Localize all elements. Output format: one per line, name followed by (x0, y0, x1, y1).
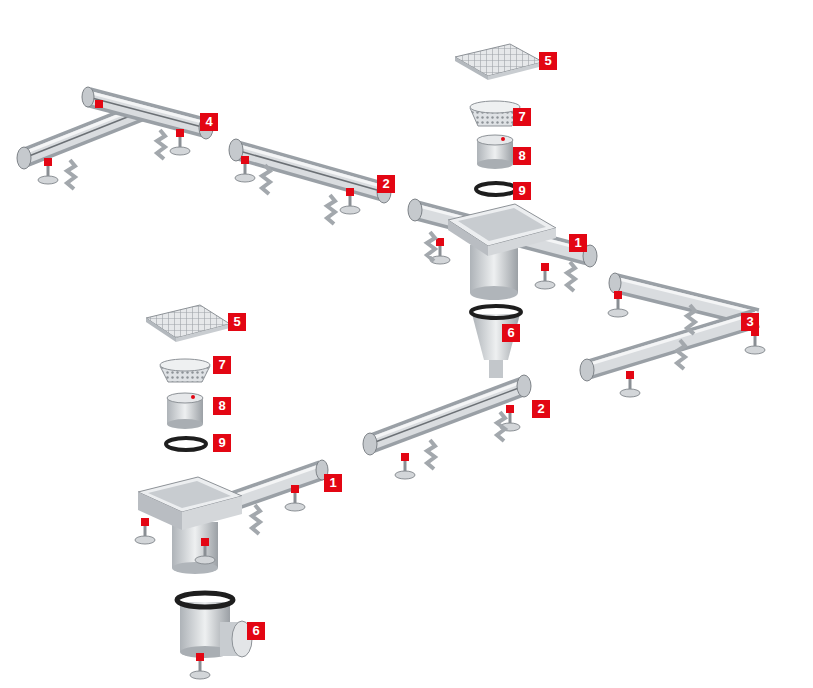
callout-number: 7 (213, 356, 231, 374)
callout-number: 9 (213, 434, 231, 452)
channel-with-sump (408, 199, 597, 300)
t-channel (17, 87, 213, 189)
callout-number: 1 (324, 474, 342, 492)
corner-channel (580, 273, 765, 397)
callout-number: 1 (569, 234, 587, 252)
straight-channel (229, 139, 391, 224)
callout-number: 2 (377, 175, 395, 193)
basket (160, 359, 210, 382)
grate (146, 305, 230, 342)
callout-number: 5 (228, 313, 246, 331)
side-outlet (177, 593, 252, 679)
odour-trap (477, 135, 513, 169)
callout-number: 3 (741, 313, 759, 331)
callout-number: 9 (513, 182, 531, 200)
odour-trap (167, 393, 203, 429)
callout-number: 6 (247, 622, 265, 640)
callout-number: 7 (513, 108, 531, 126)
straight-channel (363, 375, 531, 479)
callout-number: 4 (200, 113, 218, 131)
callout-number: 8 (213, 397, 231, 415)
callout-number: 2 (532, 400, 550, 418)
seal-ring (166, 438, 206, 450)
callout-number: 6 (502, 324, 520, 342)
callout-number: 8 (513, 147, 531, 165)
callout-number: 5 (539, 52, 557, 70)
channel-with-sump (135, 460, 328, 574)
outlet (471, 306, 521, 378)
grate (455, 44, 543, 80)
seal-ring (476, 183, 516, 195)
